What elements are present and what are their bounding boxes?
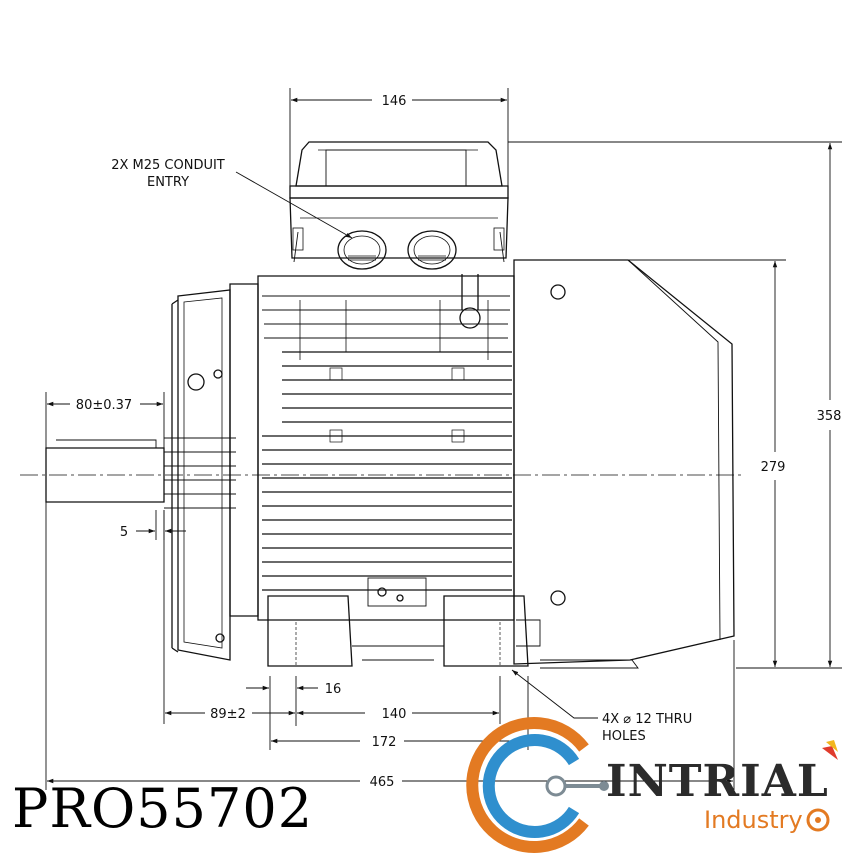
note-holes-line2: HOLES [602, 729, 646, 744]
dim-top-width: 146 [382, 94, 407, 109]
motor-outline [45, 141, 735, 669]
note-conduit-line2: ENTRY [147, 175, 189, 190]
dim-overall-height: 358 [817, 409, 842, 424]
dim-shaft-to-foot: 89±2 [210, 707, 246, 722]
note-holes-line1: 4X ⌀ 12 THRU [602, 712, 692, 727]
dim-shaft-height: 279 [761, 460, 786, 475]
brand-logo-icon [466, 717, 838, 853]
dim-foot-inner: 16 [325, 682, 342, 697]
dim-key-offset: 5 [120, 525, 128, 540]
brand-name: INTRIAL [606, 756, 829, 807]
dim-overall-length: 465 [370, 775, 395, 790]
dim-foot-overall: 172 [372, 735, 397, 750]
dimension-lines [45, 88, 842, 790]
brand-subtitle: Industry [704, 806, 803, 834]
note-conduit-line1: 2X M25 CONDUIT [111, 158, 225, 173]
dim-shaft-length: 80±0.37 [76, 398, 132, 413]
dim-foot-spacing: 140 [382, 707, 407, 722]
part-number: PRO55702 [12, 777, 314, 840]
